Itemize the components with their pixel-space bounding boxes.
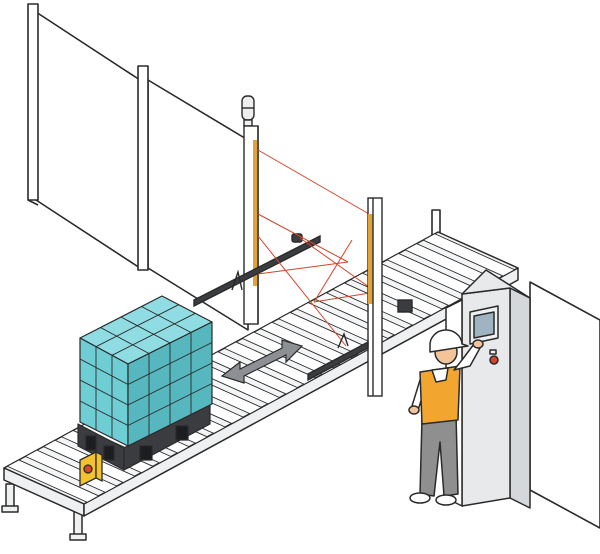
roller [422,233,516,277]
mirror-bracket [193,234,321,308]
bidirectional-arrow-icon [220,339,304,384]
cabinet-top [461,269,531,299]
emergency-stop-icon [79,450,103,488]
light-curtain-emitter [193,95,321,325]
pallet [77,401,211,471]
roller [24,449,118,493]
cabinet-side [509,287,531,509]
box-edge [120,316,171,344]
box-edge [111,312,196,356]
box-edge [95,304,179,348]
fence-post [27,3,39,201]
operator [408,329,484,506]
emitter-window [253,140,258,286]
box-edge [79,400,129,426]
safety-fence [27,3,600,529]
box-edge [79,358,129,385]
box-edge [141,306,192,333]
fence-panel-middle [147,79,249,331]
roller [205,351,299,395]
light-curtain-beams [257,149,377,347]
fence-panel-right [529,281,600,529]
box-edge [79,379,129,406]
pallet-load [77,295,213,471]
roller [6,459,100,503]
floor-bracket [307,340,369,382]
box-grid-lines [79,304,213,438]
fence-post [137,65,149,271]
hard-hat [429,329,469,353]
roller [259,321,353,366]
sensor-unit [397,299,413,313]
receiver-window [368,214,373,304]
light-curtain-receiver [307,197,413,397]
fence-panel-left [35,11,141,269]
box-edge [100,327,150,354]
cabinet-emergency-button [489,355,499,365]
operator-trousers [419,413,459,497]
